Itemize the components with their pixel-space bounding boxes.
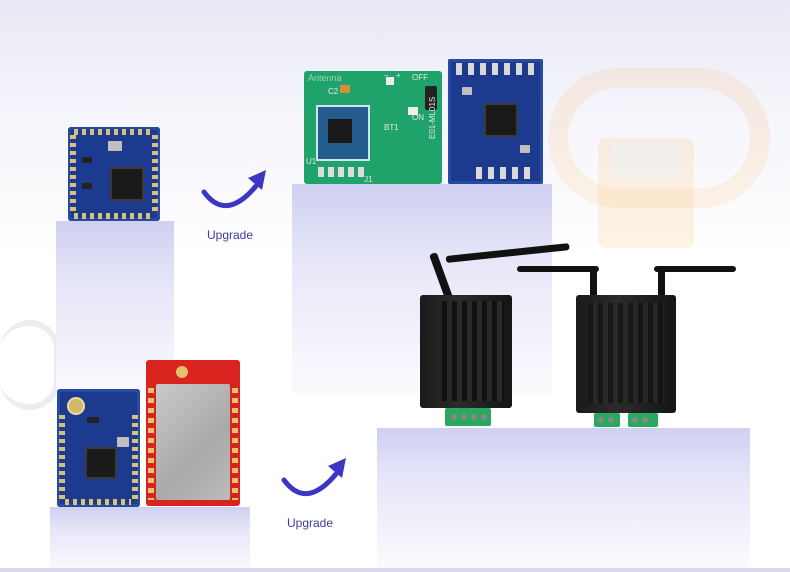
enclosure-fins [442, 301, 504, 401]
terminal-screw [598, 417, 604, 423]
background-ring-decoration [0, 320, 60, 410]
terminal-block [628, 413, 658, 427]
board-header [318, 167, 368, 177]
board-component [462, 87, 472, 95]
module-component [82, 183, 92, 189]
board-pin-row [476, 167, 536, 179]
terminal-block [594, 413, 620, 427]
terminal-screw [608, 417, 614, 423]
antenna [658, 268, 665, 298]
module-component [87, 417, 99, 423]
power-switch [425, 86, 437, 110]
upgrade-label-bottom: Upgrade [287, 516, 334, 530]
silk-c2: C2 [328, 87, 339, 96]
module-pins-right [152, 135, 158, 213]
board-pin-row [456, 63, 536, 75]
terminal-screw [471, 414, 477, 420]
board-pads-left [148, 388, 154, 500]
board-component [520, 145, 530, 153]
silk-plus: + [396, 71, 401, 80]
silk-minus: − [384, 71, 389, 80]
silk-u1: U1 [306, 157, 317, 166]
module-small-blue [68, 127, 160, 221]
module-pins-bottom [65, 499, 131, 505]
module-blue-board: E01-ML01S [428, 59, 543, 184]
antenna [590, 268, 597, 298]
module-green-board: Antenna C2 U1 J1 BT1 OFF ON + − [304, 71, 442, 184]
baseline-divider [0, 568, 790, 572]
terminal-block [445, 408, 491, 426]
terminal-screw [481, 414, 487, 420]
board-chip [484, 103, 518, 137]
module-crystal [117, 437, 129, 447]
module-chip [85, 447, 117, 479]
upgrade-label-top: Upgrade [207, 228, 254, 242]
board-pad [408, 107, 418, 115]
silk-on: ON [412, 113, 424, 122]
silk-j1: J1 [364, 175, 373, 184]
board-capacitor [340, 85, 350, 93]
terminal-screw [632, 417, 638, 423]
module-pins-bottom [74, 213, 154, 219]
module-pins-right [132, 415, 138, 501]
module-chip [110, 167, 144, 201]
pedestal-bottom-left [50, 507, 250, 572]
terminal-screw [642, 417, 648, 423]
wireless-enclosure [420, 295, 512, 408]
silk-antenna: Antenna [308, 73, 342, 83]
wireless-enclosure-dual [576, 295, 676, 413]
board-chip [328, 119, 352, 143]
silk-bt1: BT1 [384, 123, 399, 132]
board-pads-right [232, 388, 238, 500]
pedestal-bottom-right [377, 428, 750, 572]
board-chip-area [316, 105, 370, 161]
module-pins-left [59, 415, 65, 501]
upgrade-arrow-icon [201, 170, 266, 209]
terminal-screw [451, 414, 457, 420]
module-red-shielded [146, 360, 240, 506]
silk-board-code: E01-ML01S [428, 96, 437, 139]
rf-shield-can [156, 384, 230, 500]
module-pins-left [70, 135, 76, 213]
ipex-connector [67, 397, 85, 415]
module-pins-top [74, 129, 154, 135]
module-crystal [108, 141, 122, 151]
module-blue-ipex [57, 389, 140, 507]
upgrade-arrow-icon [281, 458, 346, 497]
module-component [82, 157, 92, 163]
antenna [654, 266, 736, 272]
antenna [517, 266, 599, 272]
terminal-screw [461, 414, 467, 420]
board-ipex [176, 366, 188, 378]
background-watch-face [610, 142, 682, 178]
board-pad [386, 77, 394, 85]
enclosure-fins [588, 303, 664, 403]
silk-off: OFF [412, 73, 428, 82]
